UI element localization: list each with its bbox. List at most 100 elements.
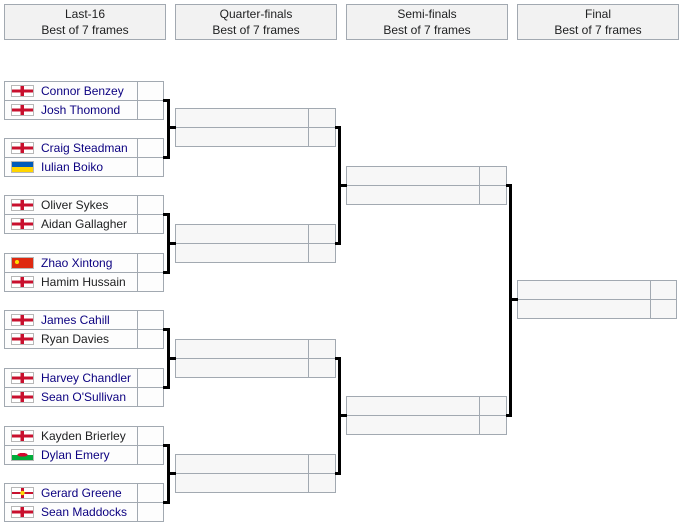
empty-score-cell xyxy=(308,339,336,359)
flag-england-icon xyxy=(11,85,34,97)
round-title: Final xyxy=(584,7,611,21)
player-name-link[interactable]: Gerard Greene xyxy=(41,486,122,500)
connector-line xyxy=(341,414,347,417)
player-name-box: Sean O'Sullivan xyxy=(4,387,138,407)
flag-england-icon xyxy=(11,333,34,345)
flag-england-icon xyxy=(11,314,34,326)
score-box xyxy=(137,195,164,215)
score-box xyxy=(137,214,164,234)
round-subtitle: Best of 7 frames xyxy=(383,23,471,37)
player-name-box: Iulian Boiko xyxy=(4,157,138,177)
connector-line xyxy=(163,444,170,447)
player-name-link[interactable]: Sean Maddocks xyxy=(41,505,128,519)
score-box xyxy=(137,445,164,465)
empty-score-cell xyxy=(650,280,677,300)
score-box xyxy=(137,253,164,273)
player-name-box: Harvey Chandler xyxy=(4,368,138,388)
player-name-link[interactable]: Iulian Boiko xyxy=(41,160,104,174)
empty-score-cell xyxy=(479,185,507,205)
qf1-slot1 xyxy=(175,108,336,128)
player-name-box: Craig Steadman xyxy=(4,138,138,158)
empty-name-cell xyxy=(517,299,651,319)
connector-line xyxy=(341,184,347,187)
empty-score-cell xyxy=(650,299,677,319)
empty-name-cell xyxy=(346,185,480,205)
qf3-slot1 xyxy=(175,339,336,359)
player-row: Sean O'Sullivan xyxy=(4,387,164,407)
connector-line xyxy=(163,328,170,331)
empty-score-cell xyxy=(308,454,336,474)
empty-name-cell xyxy=(175,108,309,128)
empty-score-cell xyxy=(479,415,507,435)
round-header-final: Final Best of 7 frames xyxy=(517,4,679,40)
empty-name-cell xyxy=(175,473,309,493)
player-name-link[interactable]: James Cahill xyxy=(41,313,110,327)
empty-name-cell xyxy=(346,415,480,435)
flag-wales-icon xyxy=(11,449,34,461)
connector-line xyxy=(170,472,176,475)
empty-score-cell xyxy=(308,108,336,128)
player-row: Iulian Boiko xyxy=(4,157,164,177)
connector-line xyxy=(167,99,170,159)
flag-england-icon xyxy=(11,276,34,288)
player-name-box: James Cahill xyxy=(4,310,138,330)
round-header-semi-finals: Semi-finals Best of 7 frames xyxy=(346,4,508,40)
empty-name-cell xyxy=(346,396,480,416)
player-name-link[interactable]: Harvey Chandler xyxy=(41,371,132,385)
qf1-slot2 xyxy=(175,127,336,147)
player-name-box: Gerard Greene xyxy=(4,483,138,503)
flag-england-icon xyxy=(11,430,34,442)
score-box xyxy=(137,368,164,388)
round-title: Semi-finals xyxy=(397,7,457,21)
score-box xyxy=(137,272,164,292)
connector-line xyxy=(163,156,170,159)
player-name-link[interactable]: Craig Steadman xyxy=(41,141,128,155)
score-box xyxy=(137,310,164,330)
player-name-link[interactable]: Sean O'Sullivan xyxy=(41,390,127,404)
empty-name-cell xyxy=(346,166,480,186)
empty-name-cell xyxy=(175,454,309,474)
flag-england-icon xyxy=(11,199,34,211)
player-name-box: Aidan Gallagher xyxy=(4,214,138,234)
score-box xyxy=(137,426,164,446)
connector-line xyxy=(338,126,341,245)
connector-line xyxy=(335,242,341,245)
flag-england-icon xyxy=(11,506,34,518)
connector-line xyxy=(170,126,176,129)
sf2-slot1 xyxy=(346,396,507,416)
player-name-link[interactable]: Josh Thomond xyxy=(41,103,121,117)
connector-line xyxy=(512,298,518,301)
qf2-slot2 xyxy=(175,243,336,263)
player-row: James Cahill xyxy=(4,310,164,330)
connector-line xyxy=(163,99,170,102)
player-row: Josh Thomond xyxy=(4,100,164,120)
connector-line xyxy=(163,501,170,504)
player-name: Hamim Hussain xyxy=(41,275,126,289)
round-title: Last-16 xyxy=(64,7,106,21)
connector-line xyxy=(170,357,176,360)
round-subtitle: Best of 7 frames xyxy=(41,23,129,37)
player-name-link[interactable]: Connor Benzey xyxy=(41,84,124,98)
empty-name-cell xyxy=(175,339,309,359)
round-subtitle: Best of 7 frames xyxy=(212,23,300,37)
player-name: Aidan Gallagher xyxy=(41,217,128,231)
player-row: Oliver Sykes xyxy=(4,195,164,215)
player-name-link[interactable]: Zhao Xintong xyxy=(41,256,113,270)
player-name-link[interactable]: Dylan Emery xyxy=(41,448,110,462)
player-name-box: Zhao Xintong xyxy=(4,253,138,273)
score-box xyxy=(137,387,164,407)
empty-name-cell xyxy=(175,224,309,244)
empty-score-cell xyxy=(479,166,507,186)
score-box xyxy=(137,81,164,101)
score-box xyxy=(137,483,164,503)
player-row: Harvey Chandler xyxy=(4,368,164,388)
empty-name-cell xyxy=(175,127,309,147)
connector-line xyxy=(167,213,170,274)
player-name-box: Josh Thomond xyxy=(4,100,138,120)
empty-name-cell xyxy=(175,358,309,378)
player-row: Hamim Hussain xyxy=(4,272,164,292)
empty-name-cell xyxy=(175,243,309,263)
player-name: Kayden Brierley xyxy=(41,429,126,443)
player-name-box: Dylan Emery xyxy=(4,445,138,465)
score-box xyxy=(137,329,164,349)
